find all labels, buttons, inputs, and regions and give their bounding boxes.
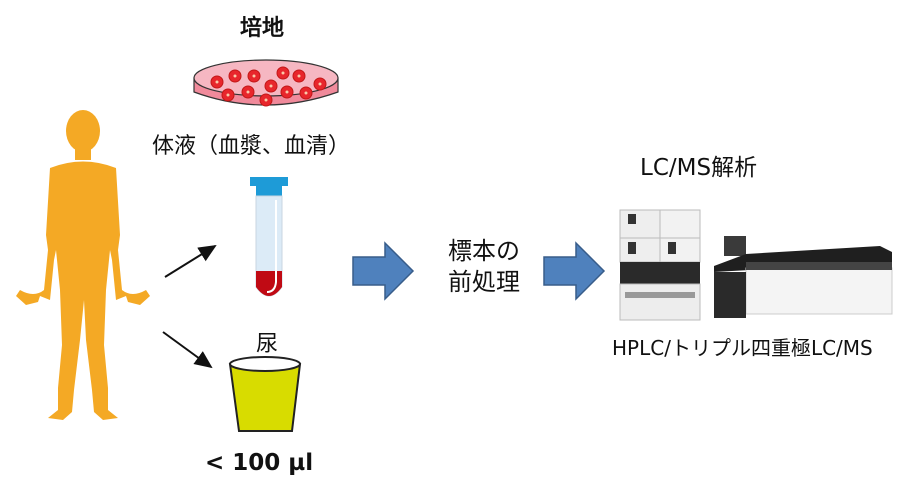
arrow-to-cup: [162, 331, 213, 369]
test-tube-icon: [250, 177, 288, 297]
urine-cup-icon: [228, 356, 302, 432]
pretreatment-label: 標本の 前処理: [448, 236, 520, 298]
process-arrow-2: [543, 241, 606, 301]
process-arrow-1: [352, 241, 415, 301]
petri-dish-icon: [193, 59, 339, 107]
pretreatment-line-2: 前処理: [448, 268, 520, 296]
arrow-to-tube: [164, 244, 217, 278]
lcms-instrument-icon: [619, 209, 893, 321]
lcms-analysis-label: LC/MS解析: [640, 155, 758, 181]
human-silhouette-icon: [16, 110, 150, 420]
urine-label: 尿: [256, 332, 279, 357]
instrument-label: HPLC/トリプル四重極LC/MS: [612, 336, 873, 360]
pretreatment-line-1: 標本の: [448, 237, 520, 265]
body-fluid-label: 体液（血漿、血清）: [152, 134, 351, 159]
volume-label: < 100 µl: [205, 450, 314, 476]
culture-medium-label: 培地: [240, 16, 285, 41]
